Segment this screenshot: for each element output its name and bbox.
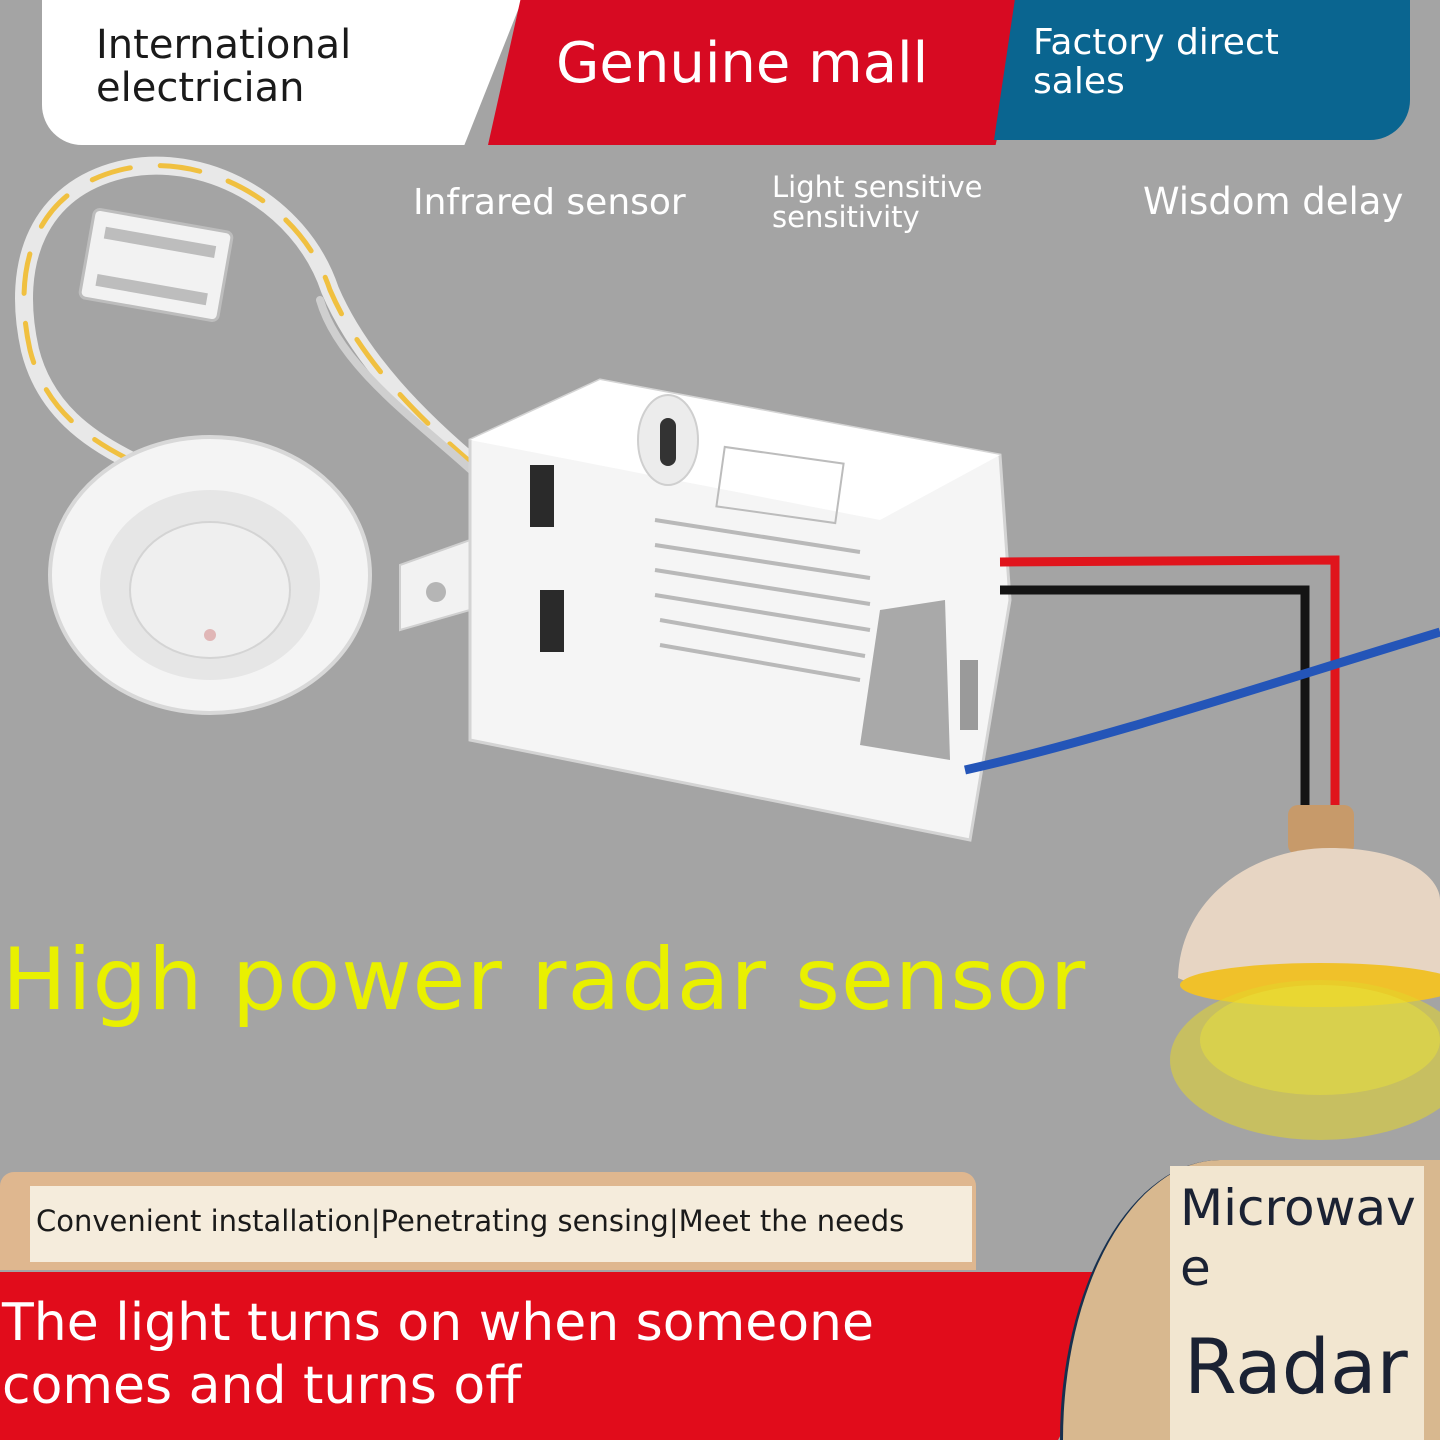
connector-plug (78, 207, 234, 323)
header-tab-center (488, 0, 1028, 145)
microwave-radar-badge (1170, 1166, 1424, 1440)
bottom-banner-text: The light turns on when someone comes an… (2, 1293, 874, 1417)
badge-line-radar: Radar (1184, 1322, 1408, 1411)
radar-module (399, 378, 1012, 842)
header-tab-left-label: International electrician (96, 22, 352, 112)
header-tab-right (994, 0, 1410, 140)
pendant-lamp (1170, 805, 1440, 1140)
feature-label-delay: Wisdom delay (1143, 180, 1404, 223)
badge-line-microwave: Microwave (1180, 1179, 1416, 1297)
header-tab-center-label: Genuine mall (556, 31, 929, 96)
output-wires (964, 555, 1440, 810)
header-tab-right-label: Factory direct sales (1033, 22, 1279, 102)
headline: High power radar sensor (2, 930, 1087, 1030)
feature-label-light: Light sensitive sensitivity (772, 170, 983, 235)
pir-sensor-dome (48, 435, 372, 715)
feature-label-infrared: Infrared sensor (413, 182, 686, 223)
header-tab-left (42, 0, 522, 145)
sensor-cable (15, 156, 489, 484)
bottom-banner (0, 1272, 1150, 1440)
feature-strip-text: Convenient installation|Penetrating sens… (36, 1204, 905, 1238)
feature-strip-inner (30, 1186, 972, 1262)
